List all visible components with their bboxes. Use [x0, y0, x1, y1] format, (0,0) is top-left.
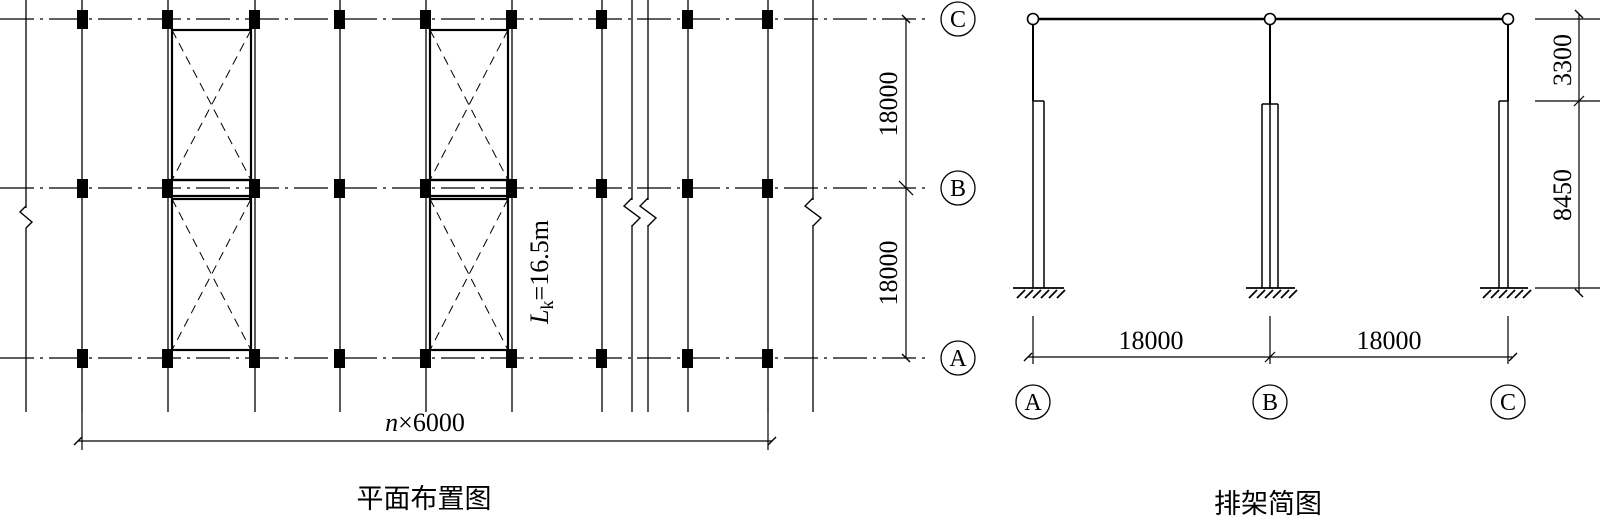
frame-span-dimension	[1023, 316, 1518, 364]
plan-layout	[0, 0, 976, 450]
bracing-dashed	[171, 29, 509, 351]
plan-width-dimension	[73, 412, 777, 450]
plan-caption: 平面布置图	[357, 484, 492, 514]
plan-column-lines	[25, 0, 814, 412]
break-marks	[18, 197, 823, 229]
plan-width-dim-label: n×6000	[385, 408, 465, 437]
bay-mid-lower	[428, 197, 510, 352]
plan-bay-dim-lower: 18000	[874, 241, 903, 306]
frame-axis-label-c: C	[1500, 390, 1516, 416]
frame-axis-circle-a	[1015, 384, 1051, 420]
frame-axis-circle-c	[1490, 384, 1526, 420]
frame-axis-label-a: A	[1024, 390, 1042, 416]
frame-span-dim-left: 18000	[1119, 326, 1184, 355]
frame-caption: 排架简图	[1214, 489, 1322, 519]
hinge-b	[1263, 12, 1277, 26]
plan-axis-lines	[0, 18, 930, 359]
plan-axis-circle-b	[940, 170, 976, 206]
hinge-a	[1026, 12, 1040, 26]
frame-axis-circles	[1015, 384, 1526, 420]
plan-axis-label-c: C	[950, 7, 966, 33]
plan-bay-dim-upper: 18000	[874, 72, 903, 137]
frame-diagram	[1013, 9, 1600, 420]
plan-axis-circle-a	[940, 340, 976, 376]
crane-beam-bays	[168, 28, 512, 352]
frame-height-dim-upper: 3300	[1548, 34, 1577, 86]
hinges	[1026, 12, 1515, 26]
plan-axis-label-a: A	[949, 346, 967, 372]
plan-columns	[77, 10, 773, 368]
frame-height-dim-lower: 8450	[1548, 169, 1577, 221]
bay-left-lower	[170, 197, 253, 352]
plan-axis-circles	[940, 1, 976, 376]
crane-span-label: Lk=16.5m	[525, 220, 557, 325]
lower-columns	[1032, 100, 1509, 288]
plan-axis-label-b: B	[950, 176, 966, 202]
frame-axis-circle-b	[1252, 384, 1288, 420]
fixed-supports	[1013, 287, 1532, 299]
plan-axis-circle-c	[940, 1, 976, 37]
hinge-c	[1501, 12, 1515, 26]
frame-axis-label-b: B	[1262, 390, 1278, 416]
frame-height-dimension	[1535, 9, 1600, 298]
bay-left-upper	[170, 28, 253, 182]
frame-span-dim-right: 18000	[1357, 326, 1422, 355]
plan-bay-dimension	[898, 14, 914, 363]
